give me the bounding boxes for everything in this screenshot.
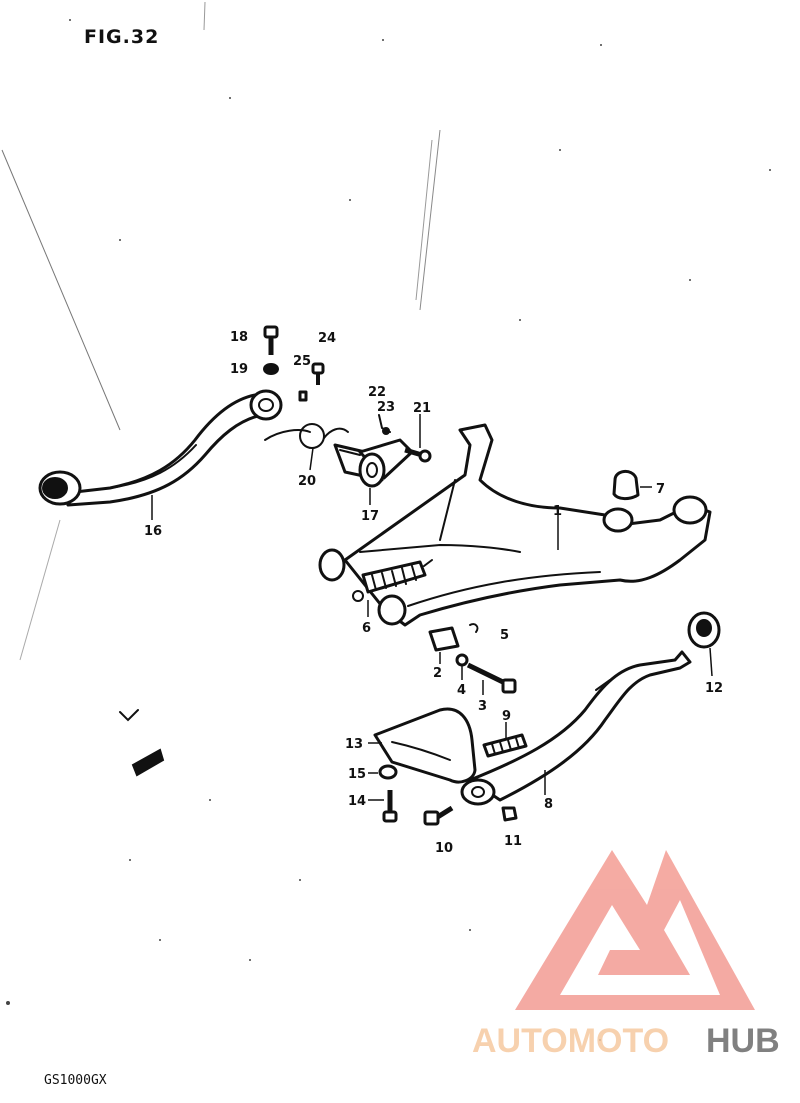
label-4: 4 (457, 683, 466, 698)
stopper-7 (612, 470, 640, 501)
main-stand-1 (318, 423, 712, 627)
label-7: 7 (656, 482, 665, 497)
left-stamp-mark (119, 709, 165, 777)
label-11: 11 (504, 834, 522, 849)
logo-text-suffix: HUB (706, 1022, 780, 1060)
clip-22-23 (378, 414, 391, 435)
leader-lines (151, 414, 713, 801)
label-14: 14 (348, 794, 366, 809)
washer-4 (455, 653, 469, 667)
kick-lever-16 (38, 389, 283, 507)
label-3: 3 (478, 699, 487, 714)
washer-19 (263, 363, 279, 375)
washer-15 (378, 764, 398, 780)
kick-shaft-17 (333, 438, 414, 488)
label-24: 24 (318, 331, 336, 346)
label-18: 18 (230, 330, 248, 345)
pin-21 (404, 447, 432, 463)
bolt-24 (311, 362, 325, 385)
label-5: 5 (500, 628, 509, 643)
automotohub-logo: AUTOMOTO HUB (472, 850, 780, 1060)
label-1: 1 (553, 504, 562, 519)
label-2: 2 (433, 666, 442, 681)
label-9: 9 (502, 709, 511, 724)
label-20: 20 (298, 474, 316, 489)
label-21: 21 (413, 401, 431, 416)
figure-title: FIG.32 (84, 26, 160, 48)
spring-clip-20 (264, 423, 349, 449)
label-8: 8 (544, 797, 553, 812)
label-22: 22 (368, 385, 386, 400)
model-code: GS1000GX (44, 1073, 107, 1088)
label-6: 6 (362, 621, 371, 636)
label-25: 25 (293, 354, 311, 369)
pin-2 (428, 626, 460, 652)
label-16: 16 (144, 524, 162, 539)
label-12: 12 (705, 681, 723, 696)
bolt-18 (263, 325, 279, 355)
clip-5 (469, 623, 479, 633)
part-25 (298, 390, 308, 402)
label-13: 13 (345, 737, 363, 752)
nut-11 (501, 806, 518, 822)
label-15: 15 (348, 767, 366, 782)
stopper-12 (687, 611, 721, 649)
logo-text-prefix: AUTOMOTO (472, 1022, 669, 1060)
label-17: 17 (361, 509, 379, 524)
bolt-10 (423, 805, 454, 826)
bracket-13 (373, 707, 477, 784)
label-10: 10 (435, 841, 453, 856)
spring-9 (482, 733, 528, 758)
scan-noise (1, 1, 771, 1041)
label-23: 23 (377, 400, 395, 415)
side-stand-8 (460, 650, 692, 806)
bolt-14 (382, 790, 398, 823)
spring-6 (352, 559, 433, 602)
label-19: 19 (230, 362, 248, 377)
bolt-3 (466, 662, 517, 694)
part-labels: 1 2 3 4 5 6 7 8 9 10 11 12 13 14 15 16 1… (144, 330, 723, 856)
